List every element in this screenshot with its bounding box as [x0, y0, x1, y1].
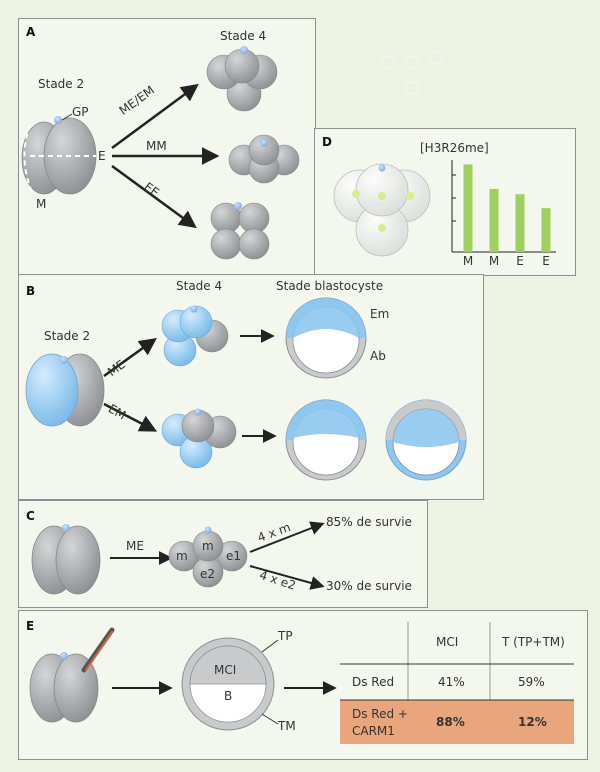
bar-label-0: M [463, 254, 473, 268]
polar-body-icon [60, 652, 68, 660]
table-row-1-mci: 41% [438, 675, 465, 689]
panel-b-blasto-label: Stade blastocyste [276, 279, 383, 293]
gp-label: GP [72, 105, 89, 119]
panel-e-blastocyst [181, 637, 275, 731]
polar-body-icon [190, 305, 198, 313]
panel-d-clear-embryo [333, 163, 431, 257]
panel-e-letter: E [26, 619, 34, 633]
ab-label: Ab [370, 349, 386, 363]
highlight-row-bg [340, 700, 574, 744]
arrow-b-em [103, 402, 158, 432]
table-row-2-t: 12% [518, 715, 547, 729]
cell-label-m2: m [202, 539, 214, 553]
arrow-ee-label: EE [141, 180, 162, 200]
e-label: E [98, 149, 106, 163]
panel-a-stage4-label: Stade 4 [220, 29, 266, 43]
cell-label-e1: e1 [226, 549, 241, 563]
panel-d-letter: D [322, 135, 332, 149]
polar-body-icon [62, 524, 70, 532]
bar-1 [489, 188, 499, 252]
table-row-1-t: 59% [518, 675, 545, 689]
tm-label: TM [277, 719, 296, 733]
panel-a-letter: A [26, 25, 36, 39]
panel-b-blastocyst-2 [285, 399, 367, 481]
panel-c-letter: C [26, 509, 35, 523]
table-row-2-label-1: Ds Red + [352, 707, 408, 721]
polar-body-icon [194, 408, 202, 416]
panel-e-embryo-injection [29, 652, 99, 723]
polar-body-icon [54, 116, 62, 124]
polar-body-icon [240, 46, 248, 54]
table-row-2-mci: 88% [436, 715, 465, 729]
branch-1-label: 4 x m [256, 520, 293, 545]
cell-label-e2: e2 [200, 567, 215, 581]
arrow-me-em-label: ME/EM [117, 83, 158, 118]
table-header-mci: MCI [436, 635, 458, 649]
panel-a-stage2-label: Stade 2 [38, 77, 84, 91]
arrow-b-me [103, 337, 157, 378]
arrow-b-em-label: EM [106, 401, 129, 422]
polar-body-icon [234, 202, 242, 210]
panel-b-blastocyst-3 [385, 399, 467, 481]
arrow-ee [111, 164, 197, 229]
panel-c-stage4-embryo [168, 526, 248, 588]
b-label: B [224, 689, 232, 703]
branch-1-result: 85% de survie [326, 515, 412, 529]
panel-d-title: [H3R26me] [420, 141, 489, 155]
polar-body-icon [204, 526, 212, 534]
bar-0 [463, 164, 473, 252]
panel-b-stage4-label: Stade 4 [176, 279, 222, 293]
bar-label-2: E [516, 254, 524, 268]
polar-body-icon [260, 139, 268, 147]
branch-2-label: 4 x e2 [258, 568, 298, 593]
arrow-mm-label: MM [146, 139, 167, 153]
em-label: Em [370, 307, 389, 321]
tp-label: TP [277, 629, 293, 643]
polar-body-icon [378, 164, 386, 172]
panel-b-stage2-label: Stade 2 [44, 329, 90, 343]
panel-b-stage4-embryo-1 [161, 305, 229, 367]
cell-label-m1: m [176, 549, 188, 563]
bar-label-3: E [542, 254, 550, 268]
panel-c-stage2-embryo [31, 524, 101, 595]
mci-label: MCI [214, 663, 236, 677]
panel-b-letter: B [26, 284, 35, 298]
m-label: M [36, 197, 46, 211]
injection-pipette-icon [81, 627, 115, 673]
panel-b-stage2-embryo [25, 353, 105, 427]
faint-circles-decoration [381, 51, 443, 95]
arrow-c-branch-1 [249, 521, 325, 553]
arrow-c-me-label: ME [126, 539, 144, 553]
table-row-2-label-2: CARM1 [352, 724, 395, 738]
arrow-c-branch-2 [249, 565, 325, 590]
results-table: MCI T (TP+TM) Ds Red 41% 59% Ds Red + CA… [340, 622, 574, 744]
bar-2 [515, 194, 525, 252]
panel-b-stage4-embryo-2 [161, 408, 237, 469]
panel-a-stage4-embryo-2 [228, 134, 300, 184]
polar-body-icon [60, 356, 68, 364]
table-header-t: T (TP+TM) [501, 635, 565, 649]
table-row-1-label: Ds Red [352, 675, 394, 689]
branch-2-result: 30% de survie [326, 579, 412, 593]
bar-label-1: M [489, 254, 499, 268]
panel-a-stage4-embryo-1 [206, 46, 278, 112]
panel-a-stage2-embryo [21, 116, 97, 195]
arrow-me-em [111, 83, 199, 150]
panel-b-blastocyst-1 [285, 297, 367, 379]
panel-a-stage4-embryo-3 [210, 202, 270, 260]
bar-3 [541, 208, 551, 252]
